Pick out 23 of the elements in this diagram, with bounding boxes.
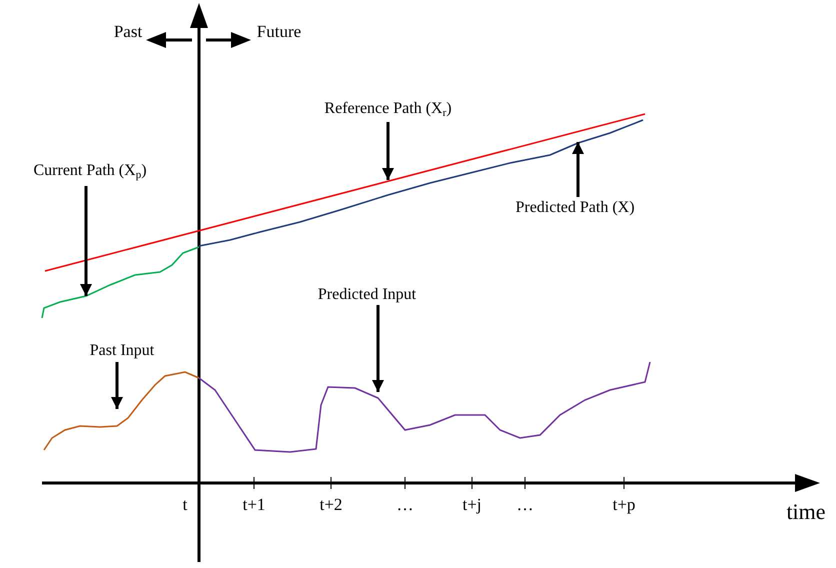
leader-arrow — [372, 305, 384, 392]
tick-label: t — [182, 495, 188, 515]
tick-label: … — [516, 495, 534, 515]
direction-label: Past — [114, 22, 142, 42]
axis-label: time — [786, 502, 826, 522]
tick-label: … — [396, 495, 414, 515]
leader-arrow — [111, 362, 123, 409]
callout-label: Predicted Path (X) — [515, 199, 635, 217]
past-input-curve — [43, 371, 200, 450]
tick-label: t+1 — [242, 495, 266, 515]
tick-label: t+p — [612, 495, 636, 515]
leader-arrow — [572, 142, 584, 197]
tick-label: t+2 — [320, 495, 342, 515]
leader-arrow — [382, 122, 394, 180]
callout-label: Current Path (X$_{p}$) — [33, 162, 147, 180]
leader-arrow — [80, 186, 92, 296]
tick-label: t+j — [462, 495, 482, 515]
predicted-input-curve — [198, 362, 651, 453]
callout-label: Past Input — [90, 342, 154, 360]
direction-label: Future — [256, 22, 302, 42]
callout-label: Predicted Input — [318, 286, 416, 304]
current-path-curve — [41, 246, 200, 318]
callout-label: Reference Path (X$_{r}$) — [324, 100, 452, 118]
